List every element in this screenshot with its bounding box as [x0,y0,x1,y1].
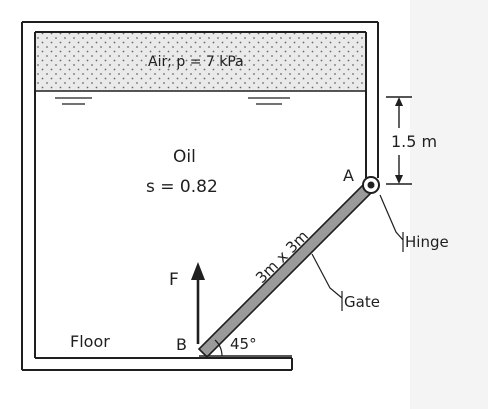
air-label: Air; p = 7 kPa [148,54,244,70]
gate-label: Gate [344,293,380,311]
depth-dimension [386,96,412,185]
paper-tint [410,0,488,409]
hinge-pin-icon [362,176,380,194]
up-arrow-icon [191,262,205,344]
point-b-label: B [176,335,187,354]
hinge-label: Hinge [405,233,449,251]
angle-arc [214,339,223,357]
air-dots [36,33,365,91]
fluid-name: Oil [173,147,196,167]
angle-label: 45° [230,335,257,353]
floor-label: Floor [70,332,110,351]
depth-dimension-label: 1.5 m [391,132,437,151]
fluid-sg: s = 0.82 [146,177,218,197]
free-surface-marks [55,97,290,105]
point-a-label: A [343,166,354,185]
force-label: F [169,270,179,290]
tank-walls [21,21,379,371]
leader-lines [311,194,404,299]
